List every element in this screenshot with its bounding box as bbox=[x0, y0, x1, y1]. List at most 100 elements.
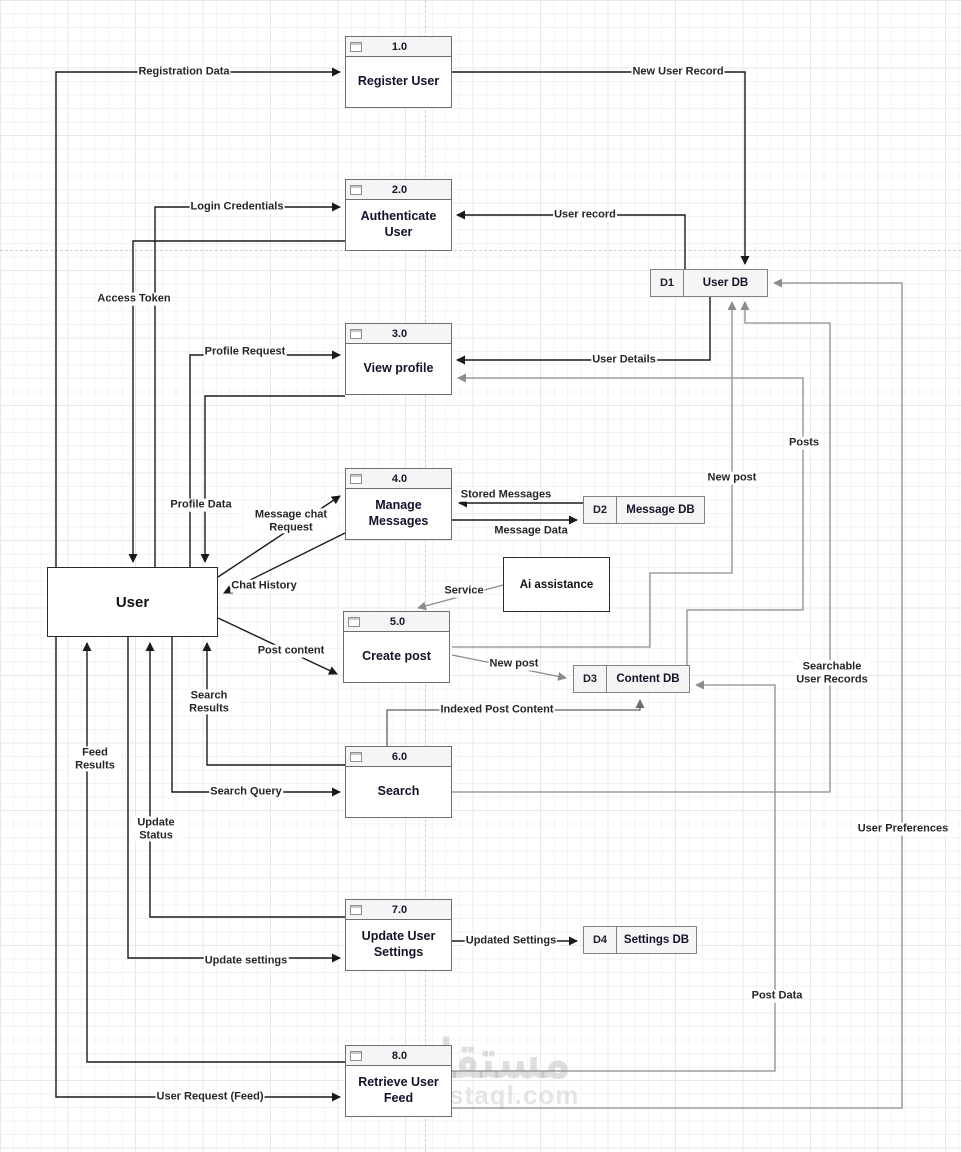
datastore-settings-db[interactable]: D4 Settings DB bbox=[583, 926, 697, 954]
flow-searchable-user-records[interactable] bbox=[452, 301, 831, 793]
entity-ai-assistance[interactable]: Ai assistance bbox=[503, 557, 610, 612]
process-header: 6.0 bbox=[346, 747, 451, 767]
datastore-name: Message DB bbox=[626, 504, 695, 516]
flow-label-posts[interactable]: Posts bbox=[788, 436, 820, 450]
datastore-content-db[interactable]: D3 Content DB bbox=[573, 665, 690, 693]
flow-registration-data[interactable] bbox=[55, 67, 341, 567]
process-number: 1.0 bbox=[391, 40, 408, 53]
process-number: 2.0 bbox=[391, 183, 408, 196]
process-icon bbox=[350, 751, 362, 762]
process-name: Manage Messages bbox=[368, 498, 429, 528]
flow-label-update-status[interactable]: Update Status bbox=[130, 816, 182, 842]
process-icon bbox=[348, 616, 360, 627]
process-name: Register User bbox=[357, 74, 440, 89]
flow-label-registration-data[interactable]: Registration Data bbox=[137, 65, 231, 79]
datastore-id: D1 bbox=[651, 270, 684, 296]
datastore-user-db[interactable]: D1 User DB bbox=[650, 269, 768, 297]
entity-ai-assistance-label: Ai assistance bbox=[519, 578, 594, 591]
datastore-name: User DB bbox=[702, 277, 749, 289]
process-manage-messages[interactable]: 4.0 Manage Messages bbox=[345, 468, 452, 540]
flow-label-chat-history[interactable]: Chat History bbox=[230, 579, 298, 593]
flow-post-data[interactable] bbox=[452, 680, 776, 1072]
flow-label-update-settings[interactable]: Update settings bbox=[203, 954, 289, 968]
process-header: 4.0 bbox=[346, 469, 451, 489]
process-icon bbox=[350, 41, 362, 52]
process-retrieve-user-feed[interactable]: 8.0 Retrieve User Feed bbox=[345, 1045, 452, 1117]
process-name: Retrieve User Feed bbox=[358, 1075, 439, 1105]
flow-label-indexed-post-content[interactable]: Indexed Post Content bbox=[439, 703, 555, 717]
flow-label-search-query[interactable]: Search Query bbox=[209, 785, 283, 799]
flow-label-post-data[interactable]: Post Data bbox=[750, 989, 804, 1003]
process-create-post[interactable]: 5.0 Create post bbox=[343, 611, 450, 683]
process-icon bbox=[350, 904, 362, 915]
flow-feed-results[interactable] bbox=[82, 642, 345, 1063]
process-number: 4.0 bbox=[391, 472, 408, 485]
entity-user[interactable]: User bbox=[47, 567, 218, 637]
flow-label-profile-data[interactable]: Profile Data bbox=[169, 498, 233, 512]
flow-label-login-credentials[interactable]: Login Credentials bbox=[189, 200, 285, 214]
process-header: 7.0 bbox=[346, 900, 451, 920]
process-name: Update User Settings bbox=[361, 929, 436, 959]
process-header: 5.0 bbox=[344, 612, 449, 632]
flow-label-user-details[interactable]: User Details bbox=[591, 353, 657, 367]
flow-user-preferences[interactable] bbox=[452, 278, 903, 1109]
process-icon bbox=[350, 184, 362, 195]
flow-label-message-chat-request[interactable]: Message chat Request bbox=[244, 508, 338, 534]
flow-profile-data[interactable] bbox=[200, 395, 345, 563]
process-header: 3.0 bbox=[346, 324, 451, 344]
flow-label-new-user-record[interactable]: New User Record bbox=[631, 65, 725, 79]
process-number: 6.0 bbox=[391, 750, 408, 763]
flow-label-search-results[interactable]: Search Results bbox=[181, 689, 237, 715]
process-name: View profile bbox=[363, 361, 434, 376]
process-update-user-settings[interactable]: 7.0 Update User Settings bbox=[345, 899, 452, 971]
flow-label-feed-results[interactable]: Feed Results bbox=[69, 746, 121, 772]
flow-user-details[interactable] bbox=[456, 296, 711, 365]
process-number: 5.0 bbox=[389, 615, 406, 628]
process-number: 3.0 bbox=[391, 327, 408, 340]
process-header: 8.0 bbox=[346, 1046, 451, 1066]
flow-label-new-post-content-db[interactable]: New post bbox=[488, 657, 540, 671]
flow-search-results[interactable] bbox=[202, 642, 345, 766]
process-name: Create post bbox=[362, 649, 431, 664]
process-header: 1.0 bbox=[346, 37, 451, 57]
process-search[interactable]: 6.0 Search bbox=[345, 746, 452, 818]
flow-posts[interactable] bbox=[457, 373, 804, 665]
flow-label-user-record[interactable]: User record bbox=[553, 208, 617, 222]
flow-search-query[interactable] bbox=[171, 637, 341, 797]
process-authenticate-user[interactable]: 2.0 Authenticate User bbox=[345, 179, 452, 251]
process-header: 2.0 bbox=[346, 180, 451, 200]
process-name: Authenticate User bbox=[360, 209, 437, 239]
datastore-message-db[interactable]: D2 Message DB bbox=[583, 496, 705, 524]
process-icon bbox=[350, 1050, 362, 1061]
flow-user-record[interactable] bbox=[456, 210, 686, 269]
process-name: Search bbox=[377, 784, 420, 799]
flow-label-user-preferences[interactable]: User Preferences bbox=[856, 822, 950, 836]
flow-label-post-content[interactable]: Post content bbox=[256, 644, 326, 658]
flow-profile-request[interactable] bbox=[189, 350, 341, 567]
flow-label-stored-messages[interactable]: Stored Messages bbox=[459, 488, 553, 502]
flow-label-searchable-user-records[interactable]: Searchable User Records bbox=[795, 660, 869, 686]
flow-label-new-post-user-db[interactable]: New post bbox=[706, 471, 758, 485]
flow-label-access-token[interactable]: Access Token bbox=[96, 292, 172, 306]
page-guide-horizontal bbox=[0, 250, 961, 251]
datastore-id: D4 bbox=[584, 927, 617, 953]
datastore-id: D3 bbox=[574, 666, 607, 692]
flow-label-service[interactable]: Service bbox=[443, 584, 485, 598]
flow-update-status[interactable] bbox=[145, 642, 345, 918]
datastore-id: D2 bbox=[584, 497, 617, 523]
entity-user-label: User bbox=[115, 593, 150, 611]
flow-label-profile-request[interactable]: Profile Request bbox=[203, 345, 287, 359]
flow-label-message-data[interactable]: Message Data bbox=[493, 524, 569, 538]
flow-access-token[interactable] bbox=[128, 240, 345, 563]
flow-label-updated-settings[interactable]: Updated Settings bbox=[464, 934, 558, 948]
process-register-user[interactable]: 1.0 Register User bbox=[345, 36, 452, 108]
process-view-profile[interactable]: 3.0 View profile bbox=[345, 323, 452, 395]
datastore-name: Content DB bbox=[616, 673, 680, 685]
flow-new-user-record[interactable] bbox=[452, 71, 750, 265]
process-number: 8.0 bbox=[391, 1049, 408, 1062]
process-icon bbox=[350, 473, 362, 484]
flow-label-user-request-feed[interactable]: User Request (Feed) bbox=[155, 1090, 265, 1104]
process-number: 7.0 bbox=[391, 903, 408, 916]
process-icon bbox=[350, 328, 362, 339]
